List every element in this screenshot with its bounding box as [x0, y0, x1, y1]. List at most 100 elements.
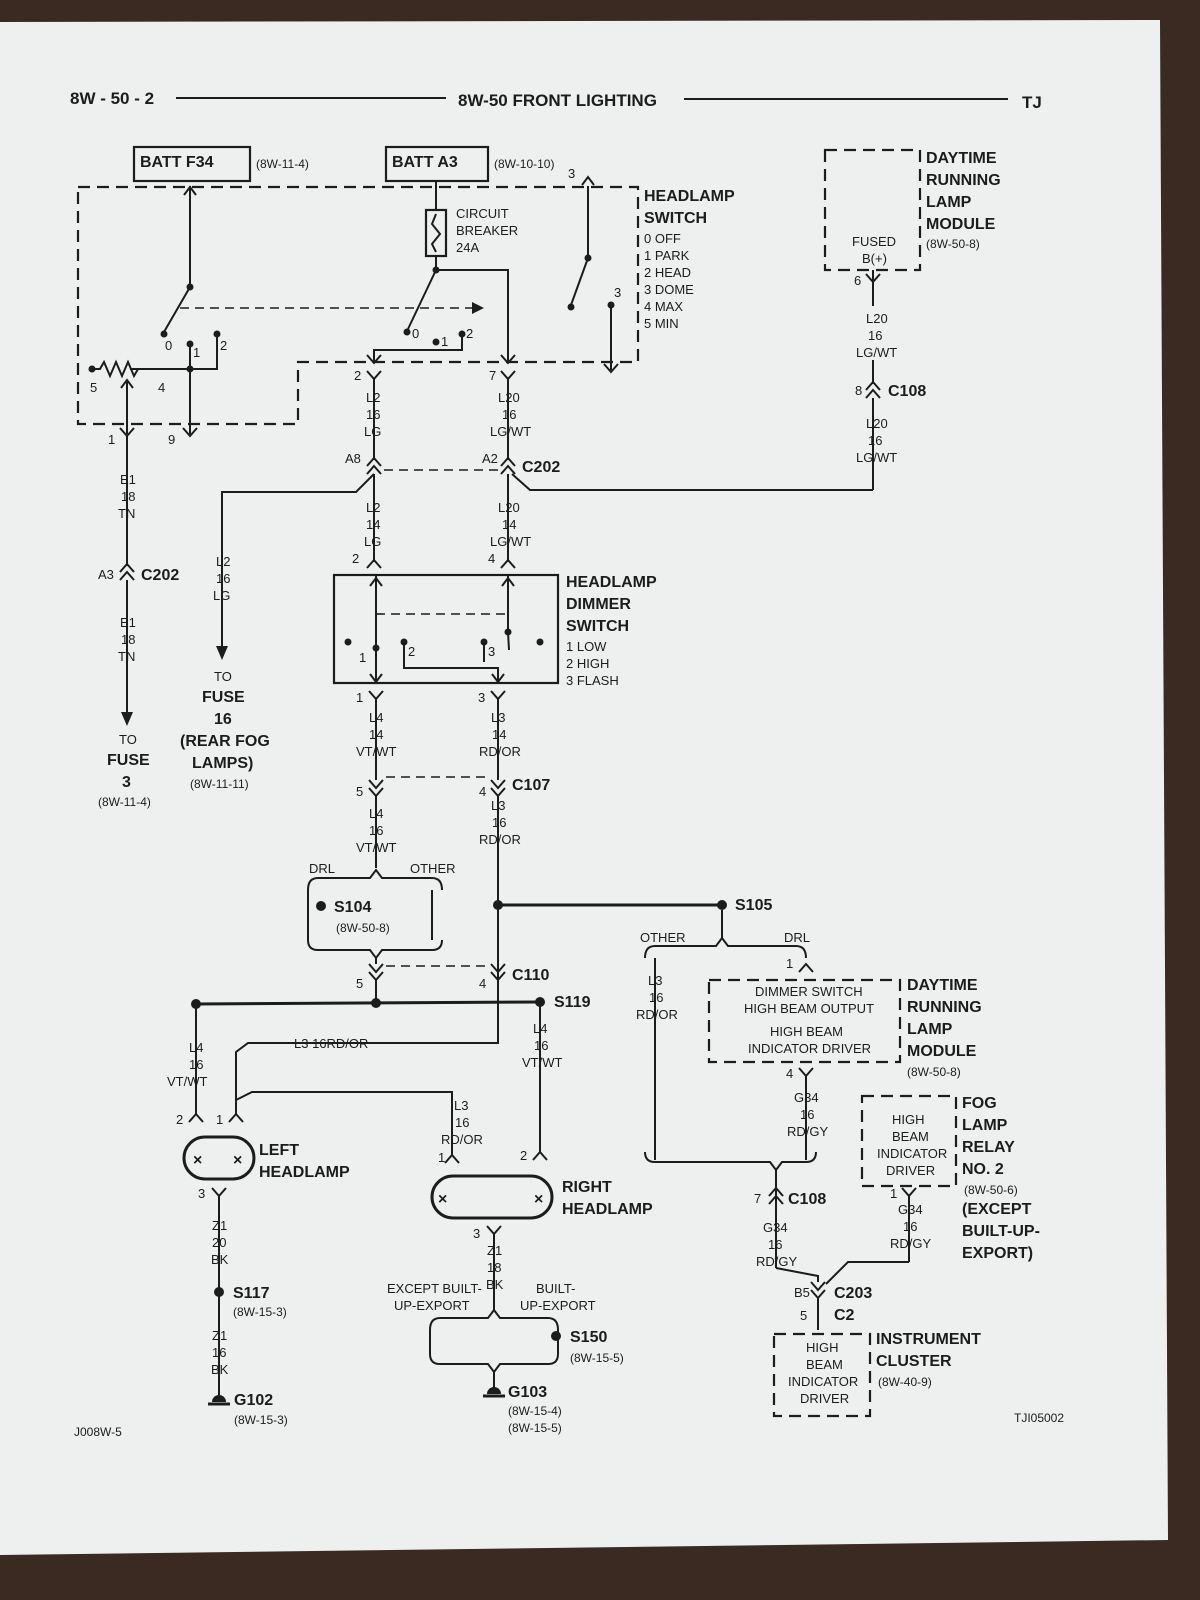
- dimmer-pos-1: 1 LOW: [566, 639, 607, 654]
- feed-arrow-f34: [183, 185, 197, 196]
- drl-module-fused: FUSED: [852, 234, 896, 249]
- c203-in: [810, 1281, 826, 1292]
- fog-relay-pin1-label: 1: [890, 1186, 897, 1201]
- l2-14-gauge: 14: [366, 517, 380, 532]
- fuse16-ref: (8W-11-11): [190, 777, 249, 791]
- g103-ground-symbol: [487, 1387, 501, 1394]
- g34-name-c: G34: [898, 1202, 923, 1217]
- batt-f34-ref: (8W-11-4): [256, 157, 309, 171]
- fuse3-to: TO: [119, 732, 137, 747]
- l2-16-name: L2: [366, 390, 380, 405]
- circuit-breaker-label-1: CIRCUIT: [456, 206, 509, 221]
- e1-gauge-b: 18: [121, 632, 135, 647]
- l4-16-color-a: VT/WT: [356, 840, 396, 855]
- pin-label-1: 1: [108, 432, 115, 447]
- left-headlamp-bulb: [182, 1135, 256, 1181]
- c2-label: C2: [834, 1307, 855, 1324]
- fuse16-line1: FUSE: [202, 689, 245, 706]
- dimmer-out-pin-3: 3: [478, 690, 485, 705]
- dimmer-contact-3-label: 3: [488, 644, 495, 659]
- s119-label: S119: [554, 994, 591, 1011]
- drl-module-top-title-4: MODULE: [926, 216, 996, 233]
- s104-label: S104: [334, 899, 371, 916]
- left-headlamp-title-2: HEADLAMP: [259, 1164, 350, 1181]
- l2-14-color: LG: [364, 534, 381, 549]
- pin-2-connector: [366, 354, 382, 365]
- e1-gauge-a: 18: [121, 489, 135, 504]
- branch-other-left: OTHER: [410, 861, 456, 876]
- left-headlamp-pin1-label: 1: [216, 1112, 223, 1127]
- c108-top-in: [865, 380, 881, 391]
- rear-fog-l2-color: LG: [213, 588, 230, 603]
- branch-bue-2: UP-EXPORT: [520, 1298, 596, 1313]
- e1-name-a: E1: [120, 472, 136, 487]
- footer-right-code: TJI05002: [1014, 1411, 1064, 1425]
- c108-bottom-pin: 7: [754, 1191, 761, 1206]
- dimmer-l2-arrow: [369, 576, 383, 587]
- cluster-title-1: INSTRUMENT: [876, 1331, 981, 1348]
- drl-mid-title-4: MODULE: [907, 1043, 977, 1060]
- drl-module-top-title-3: LAMP: [926, 194, 972, 211]
- wire-center-2-to-pin2: [373, 334, 463, 362]
- cluster-title-2: CLUSTER: [876, 1353, 952, 1370]
- rheostat-resistor: [92, 359, 145, 379]
- c108-bottom-label: C108: [788, 1191, 826, 1208]
- cluster-inner-1: HIGH: [806, 1340, 839, 1355]
- l2-14-name: L2: [366, 500, 380, 515]
- l3-16-name-other: L3: [648, 973, 662, 988]
- c202-a3-in: [119, 562, 135, 573]
- s117-label: S117: [233, 1285, 270, 1302]
- dimmer-pos-3: 3 FLASH: [566, 673, 619, 688]
- pin-label-7-top: 7: [489, 368, 496, 383]
- left-headlamp-pin1: [228, 1112, 244, 1123]
- right-headlamp-pin2-label: 2: [520, 1148, 527, 1163]
- l20-16-name: L20: [498, 390, 520, 405]
- cluster-inner-2: BEAM: [806, 1357, 843, 1372]
- l3-14-name: L3: [491, 710, 505, 725]
- right-headlamp-bulb: [430, 1174, 554, 1220]
- fog-relay-title-3: RELAY: [962, 1139, 1015, 1156]
- l3-16-color-other: RD/OR: [636, 1007, 678, 1022]
- dome-pin-connector: [603, 363, 619, 374]
- l4-14-color: VT/WT: [356, 744, 396, 759]
- right-headlamp-title-1: RIGHT: [562, 1179, 612, 1196]
- c202-a2-label: A2: [482, 451, 498, 466]
- left-headlamp-pin2: [188, 1112, 204, 1123]
- drl-mid-pin1: [798, 962, 814, 973]
- z1-18-color: BK: [486, 1277, 504, 1292]
- batt-a3-ref: (8W-10-10): [494, 157, 554, 171]
- fog-relay-title-1: FOG: [962, 1095, 997, 1112]
- drl-l20-16-color-a: LG/WT: [856, 345, 897, 360]
- branch-except-bue-1: EXCEPT BUILT-: [387, 1281, 482, 1296]
- fog-relay-inner-2: BEAM: [892, 1129, 929, 1144]
- c107-pin-5: 5: [356, 784, 363, 799]
- l4-14-gauge: 14: [369, 727, 383, 742]
- z1-18-name: Z1: [487, 1243, 502, 1258]
- dimmer-pin-4-in: [500, 558, 516, 569]
- dimmer-l3-out-arrow: [491, 673, 505, 684]
- left-headlamp-pin2-label: 2: [176, 1112, 183, 1127]
- dimmer-l20-arrow: [501, 576, 515, 587]
- drl-mid-line1: DIMMER SWITCH: [755, 984, 863, 999]
- headlamp-switch-position-2: 2 HEAD: [644, 265, 691, 280]
- drl-module-top-enclosure: [823, 148, 922, 272]
- c107-pin-4: 4: [479, 784, 486, 799]
- drl-mid-title-3: LAMP: [907, 1021, 953, 1038]
- dome-contact-3-label: 3: [614, 285, 621, 300]
- drl-l20-16-gauge-b: 16: [868, 433, 882, 448]
- mechanical-link-arrow: [472, 302, 484, 314]
- l20-16-gauge: 16: [502, 407, 516, 422]
- headlamp-switch-position-5: 5 MIN: [644, 316, 679, 331]
- dimmer-l4-out-arrow: [369, 673, 383, 684]
- dimmer-contact-2-label: 2: [408, 644, 415, 659]
- fog-relay-title-4: NO. 2: [962, 1161, 1004, 1178]
- model-code: TJ: [1022, 93, 1042, 112]
- l3-14-color: RD/OR: [479, 744, 521, 759]
- right-headlamp-title-2: HEADLAMP: [562, 1201, 653, 1218]
- dimmer-pin-2-label: 2: [352, 551, 359, 566]
- batt-f34-box: [132, 145, 252, 183]
- g103-ref-2: (8W-15-5): [508, 1421, 562, 1435]
- z1-16-name: Z1: [212, 1328, 227, 1343]
- c202-a3-pin: A3: [98, 567, 114, 582]
- branch-except-bue-2: UP-EXPORT: [394, 1298, 470, 1313]
